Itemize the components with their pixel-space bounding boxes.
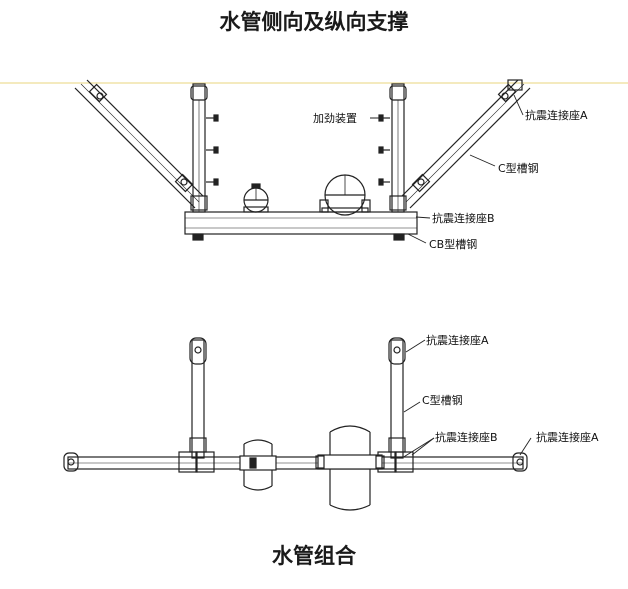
- small-pipe: [243, 183, 269, 213]
- label-seismic-connector-a-top: 抗震连接座A: [525, 108, 588, 122]
- label-seismic-connector-b-bottom: 抗震连接座B: [435, 430, 498, 444]
- bottom-large-pipe: [315, 425, 385, 511]
- diagram-title-bottom: 水管组合: [272, 544, 356, 568]
- bottom-right-vertical-channel: [377, 337, 414, 473]
- label-seismic-connector-a-bottom: 抗震连接座A: [426, 333, 489, 347]
- right-diagonal-brace: [401, 79, 531, 209]
- right-vertical-channel: [378, 83, 407, 213]
- cb-channel-beam: [184, 211, 418, 241]
- left-vertical-channel: [190, 83, 219, 213]
- large-pipe: [319, 174, 371, 216]
- label-reinforcement-device: 加劲装置: [313, 112, 357, 125]
- label-seismic-connector-b-top: 抗震连接座B: [432, 211, 495, 225]
- label-seismic-connector-a-right: 抗震连接座A: [536, 430, 599, 444]
- label-c-channel-top: C型槽钢: [498, 161, 539, 175]
- horizontal-long-channel: [63, 452, 528, 472]
- bottom-left-vertical-channel: [178, 337, 215, 473]
- bottom-small-pipe: [239, 439, 277, 491]
- left-diagonal-brace: [74, 79, 204, 209]
- label-c-channel-bottom: C型槽钢: [422, 393, 463, 407]
- top-leader-lines: [370, 94, 524, 244]
- longitudinal-support-assembly: [63, 337, 528, 511]
- label-cb-channel: CB型槽钢: [429, 237, 477, 251]
- bottom-leader-lines: [401, 339, 532, 459]
- diagram-title-top: 水管侧向及纵向支撑: [219, 10, 409, 34]
